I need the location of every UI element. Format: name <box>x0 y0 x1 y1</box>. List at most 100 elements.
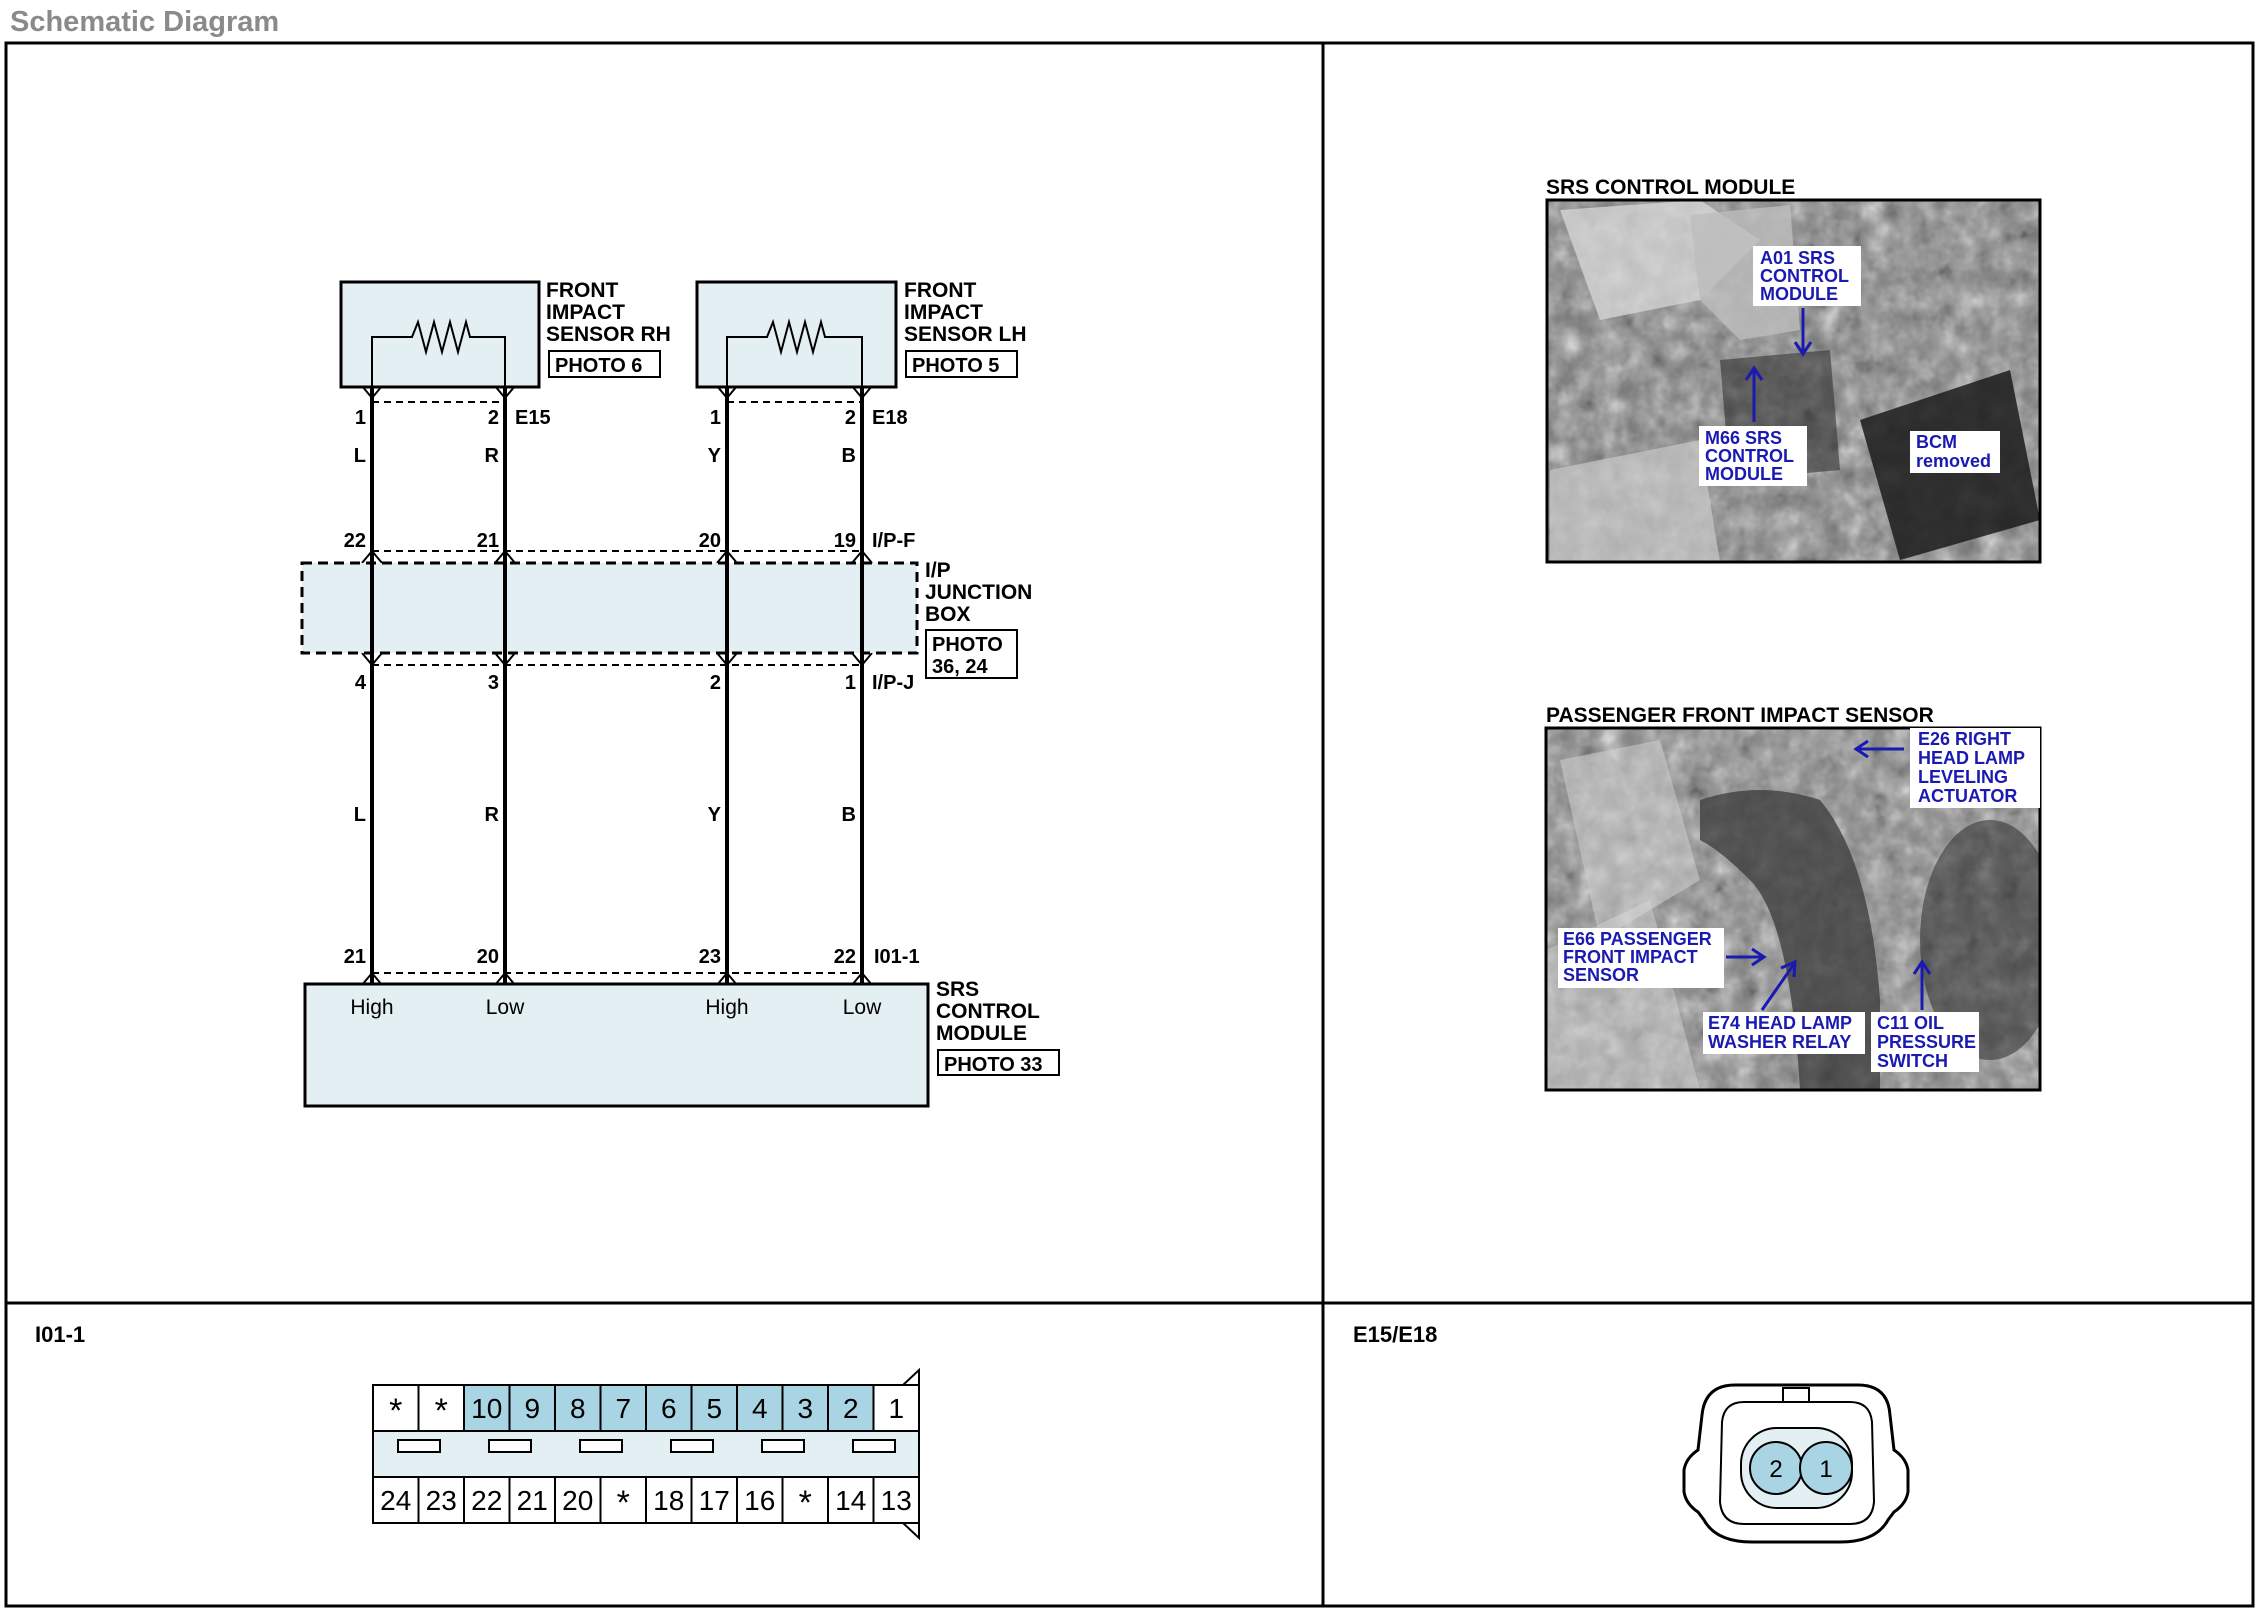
connector-pin-cell: 5 <box>690 1384 738 1432</box>
page-title: Schematic Diagram <box>10 6 279 38</box>
pin-number: 21 <box>477 530 499 552</box>
srs-module-photo-image <box>1547 200 2040 562</box>
pin-number: 5 <box>706 1393 722 1424</box>
junction-box-name: I/P JUNCTION BOX <box>925 559 1038 626</box>
callout-e66-passenger-front-impact-sensor: E66 PASSENGER FRONT IMPACT SENSOR <box>1563 929 1717 985</box>
connector-pin-cell: 1 <box>872 1384 920 1432</box>
connector-pin-cell: 17 <box>690 1476 738 1524</box>
callout-bcm-removed: BCM removed <box>1916 432 1991 471</box>
connector-pin-cell: 10 <box>463 1384 511 1432</box>
pin-number: 17 <box>699 1485 730 1516</box>
terminal-label: Low <box>486 996 525 1019</box>
connector-pin-cell: 24 <box>372 1476 420 1524</box>
photo-passenger-front-impact-sensor: PASSENGER FRONT IMPACT SENSOR E26 RIGHT … <box>1544 704 2042 1092</box>
pin-number: 1 <box>355 407 366 429</box>
connector-pin-cell: 8 <box>554 1384 602 1432</box>
pin-number: 2 <box>710 672 721 694</box>
terminal-marks <box>361 385 873 986</box>
pin-number: 22 <box>471 1485 502 1516</box>
connector-pin-cell: 20 <box>554 1476 602 1524</box>
pin-number: 10 <box>471 1393 502 1424</box>
connector-pin-cell: 3 <box>781 1384 829 1432</box>
pin-number: 1 <box>845 672 856 694</box>
pin-number: 19 <box>834 530 856 552</box>
srs-module-photo-ref: PHOTO 33 <box>944 1054 1043 1076</box>
connector-pin-cell: 23 <box>417 1476 465 1524</box>
connector-pin-cell: * <box>781 1476 829 1524</box>
connector-key-bottom <box>900 1522 920 1541</box>
pin-number: 22 <box>344 530 366 552</box>
pin-number: 3 <box>797 1393 813 1424</box>
pin-number: 4 <box>752 1393 768 1424</box>
schematic-diagram: FRONT IMPACT SENSOR RH PHOTO 6 FRONT IMP… <box>300 279 1060 1108</box>
pin-number: 13 <box>881 1485 912 1516</box>
pin-number: 20 <box>477 946 499 968</box>
connector-title: E15/E18 <box>1353 1322 1437 1347</box>
connector-pin-cell: 14 <box>827 1476 875 1524</box>
srs-module-name: SRS CONTROL MODULE <box>936 978 1045 1045</box>
front-impact-sensor-rh: FRONT IMPACT SENSOR RH PHOTO 6 <box>339 279 671 389</box>
pin-number: 4 <box>355 672 367 694</box>
resistor-symbol <box>371 318 506 386</box>
wire-color: B <box>842 804 856 826</box>
pin-number: 14 <box>835 1485 866 1516</box>
junction-box-photo-ref: PHOTO 36, 24 <box>932 634 1008 678</box>
sensor-rh-photo-ref: PHOTO 6 <box>555 355 642 377</box>
connector-pin-cell: 22 <box>463 1476 511 1524</box>
wire-color: Y <box>708 804 722 826</box>
callout-arrow <box>1760 963 1796 1011</box>
pin-number: 16 <box>744 1485 775 1516</box>
callout-e26-head-lamp-leveling-actuator: E26 RIGHT HEAD LAMP LEVELING ACTUATOR <box>1918 729 2030 806</box>
connector-lock-band <box>372 1430 920 1478</box>
pin-number: 6 <box>661 1393 677 1424</box>
callout-a01-srs-control-module: A01 SRS CONTROL MODULE <box>1760 248 1854 304</box>
pin-number: 22 <box>834 946 856 968</box>
sensor-lh-photo-ref: PHOTO 5 <box>912 355 999 377</box>
connector-pin <box>1799 1441 1853 1495</box>
connector-latch <box>1782 1387 1810 1403</box>
pin-number: * <box>799 1484 812 1522</box>
pin-number: 18 <box>653 1485 684 1516</box>
connector-key-top <box>900 1367 920 1386</box>
connector-pin-cell: 21 <box>508 1476 556 1524</box>
pin-number: 2 <box>843 1393 859 1424</box>
connector-id: E18 <box>872 407 908 429</box>
front-impact-sensor-lh: FRONT IMPACT SENSOR LH PHOTO 5 <box>695 279 1027 389</box>
pin-number: 3 <box>488 672 499 694</box>
pin-number: 9 <box>524 1393 540 1424</box>
resistor-symbol <box>726 318 863 386</box>
ip-junction-box: I/P JUNCTION BOX PHOTO 36, 24 <box>300 559 1038 679</box>
wire-color: R <box>485 445 500 467</box>
connector-e15-e18: E15/E18 2 1 <box>1353 1322 1910 1544</box>
pin-number: 23 <box>426 1485 457 1516</box>
photo-title: PASSENGER FRONT IMPACT SENSOR <box>1546 704 1934 727</box>
wire-color: L <box>354 804 366 826</box>
connector-title: I01-1 <box>35 1322 85 1347</box>
wire-color: B <box>842 445 856 467</box>
pin-number: 21 <box>517 1485 548 1516</box>
photo-title: SRS CONTROL MODULE <box>1546 176 1795 199</box>
pin-number: 20 <box>562 1485 593 1516</box>
sensor-rh-name: FRONT IMPACT SENSOR RH <box>546 279 671 346</box>
connector-id: I/P-F <box>872 530 915 552</box>
srs-control-module-box: SRS CONTROL MODULE PHOTO 33 High Low Hig… <box>303 978 1060 1108</box>
pin-number: 21 <box>344 946 366 968</box>
wire-color: R <box>485 804 500 826</box>
connector-pin-cell: 9 <box>508 1384 556 1432</box>
pin-number: 20 <box>699 530 721 552</box>
connector-pin-cell: 13 <box>872 1476 920 1524</box>
connector-dash-lines <box>372 401 862 974</box>
connector-id: I/P-J <box>872 672 914 694</box>
photo-srs-control-module: SRS CONTROL MODULE A01 SRS CONTROL MODUL… <box>1545 176 2042 564</box>
connector-pin-cell: 18 <box>645 1476 693 1524</box>
pin-number: 23 <box>699 946 721 968</box>
pin-number: 2 <box>845 407 856 429</box>
page-frame <box>4 41 2255 1608</box>
pin-number: * <box>435 1392 448 1430</box>
pin-number: 1 <box>888 1393 904 1424</box>
terminal-label: High <box>350 996 393 1019</box>
sensor-lh-name: FRONT IMPACT SENSOR LH <box>904 279 1027 346</box>
pin-number: * <box>389 1392 402 1430</box>
